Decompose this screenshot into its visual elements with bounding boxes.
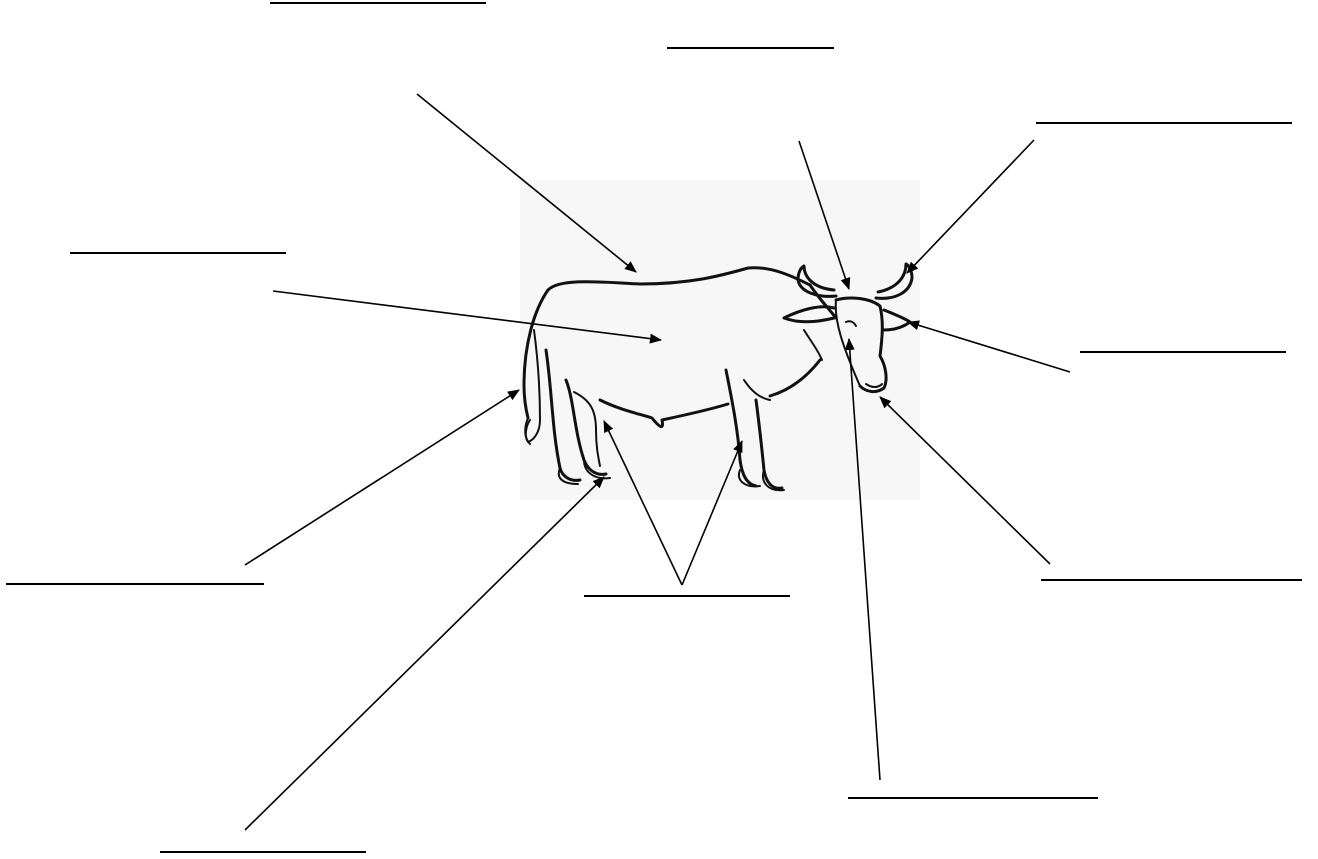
photo-background bbox=[520, 180, 920, 500]
ear-pointer-arrow bbox=[908, 322, 1070, 372]
horn-pointer-arrow bbox=[907, 140, 1034, 273]
tail-pointer-arrow bbox=[245, 390, 519, 565]
